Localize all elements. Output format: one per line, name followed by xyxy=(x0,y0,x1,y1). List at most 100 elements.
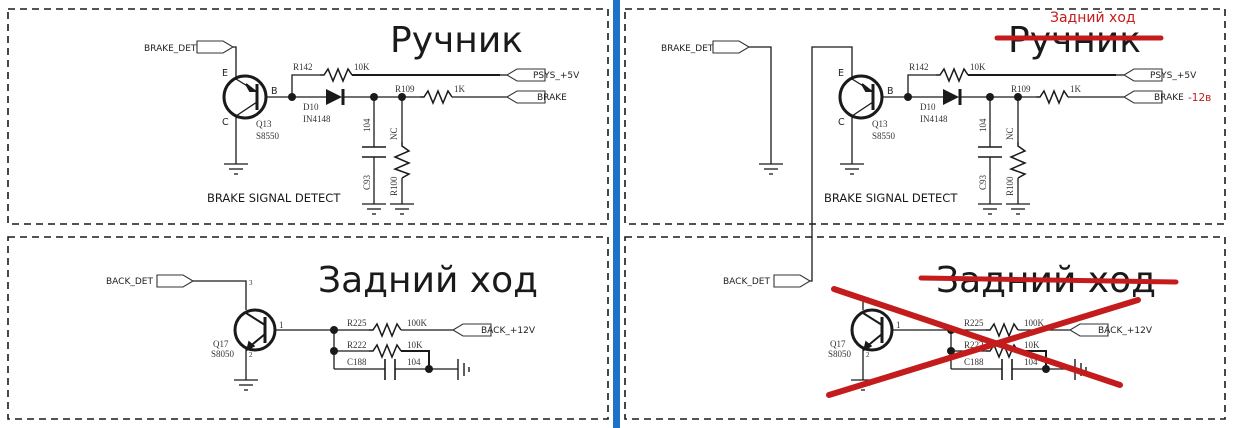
q17-pin2: 2 xyxy=(249,351,253,359)
panel-divider xyxy=(613,0,620,428)
back-detect-circuit: Задний ход BACK_DET 3 2 Q17 S8050 1 R22 xyxy=(106,260,538,391)
brake-block-frame xyxy=(624,8,1226,225)
r225-value: 100K xyxy=(1024,318,1045,328)
psys-port-label: PSYS_+5V xyxy=(1150,71,1197,81)
brake-block-frame xyxy=(7,8,609,225)
d10-ref: D10 xyxy=(303,102,319,112)
resistor-r100-icon xyxy=(1010,141,1026,179)
r142-ref: R142 xyxy=(909,62,929,72)
back-block-frame xyxy=(7,236,609,420)
q13-part: S8550 xyxy=(872,131,896,141)
q17-ref: Q17 xyxy=(830,339,846,349)
back-12v-port-label: BACK_+12V xyxy=(481,326,536,336)
r109-ref: R109 xyxy=(395,84,415,94)
back-det-port-label: BACK_DET xyxy=(723,277,770,287)
q17-pin2: 2 xyxy=(866,351,870,359)
q13-pin-c: C xyxy=(222,117,229,128)
q13-part: S8550 xyxy=(256,131,280,141)
d10-part: IN4148 xyxy=(303,114,331,124)
d10-ref: D10 xyxy=(920,102,936,112)
q13-pin-b: B xyxy=(271,86,278,97)
c188-ref: C188 xyxy=(347,357,367,367)
resistor-r225-icon xyxy=(985,323,1019,337)
transistor-q13-icon xyxy=(838,74,884,120)
resistor-r100-icon xyxy=(394,141,410,179)
ground-icon xyxy=(233,379,259,391)
r142-ref: R142 xyxy=(293,62,313,72)
brake-det-port xyxy=(712,40,750,54)
brake-port-label: BRAKE xyxy=(1154,93,1184,103)
psys-port-label: PSYS_+5V xyxy=(533,71,580,81)
q17-pin1: 1 xyxy=(279,320,284,330)
resistor-r109-icon xyxy=(1035,90,1069,104)
ground-icon xyxy=(361,203,387,215)
r222-ref: R222 xyxy=(347,340,367,350)
back-title-strikethrough xyxy=(918,275,1179,285)
brake-det-port-label: BRAKE_DET xyxy=(144,44,197,54)
resistor-r225-icon xyxy=(368,323,402,337)
brake-block-caption: BRAKE SIGNAL DETECT xyxy=(824,191,958,205)
q17-part: S8050 xyxy=(828,349,852,359)
r142-value: 10K xyxy=(354,62,370,72)
r222-ref: R222 xyxy=(964,340,984,350)
brake-port-label: BRAKE xyxy=(537,93,567,103)
cross-out-line-1 xyxy=(831,286,1123,388)
ground-icon xyxy=(977,203,1003,215)
q17-part: S8050 xyxy=(211,349,235,359)
ground-icon xyxy=(758,163,784,175)
brake-detect-circuit: Ручник BRAKE_DET E B C Q13 S8550 R142 xyxy=(144,20,580,215)
c188-value: 104 xyxy=(407,357,421,367)
transistor-q17-icon xyxy=(850,308,894,352)
r100-value: NC xyxy=(389,127,399,140)
brake-block-caption: BRAKE SIGNAL DETECT xyxy=(207,191,341,205)
resistor-r142-icon xyxy=(319,68,353,82)
c188-ref: C188 xyxy=(964,357,984,367)
r109-ref: R109 xyxy=(1011,84,1031,94)
resistor-r142-icon xyxy=(935,68,969,82)
q13-pin-e: E xyxy=(838,68,844,79)
r225-value: 100K xyxy=(407,318,428,328)
c93-ref: C93 xyxy=(362,174,372,190)
right-panel: Ручник Задний ход BRAKE_DET E B C Q13 S8… xyxy=(624,8,1226,420)
ground-icon xyxy=(389,203,415,215)
back-det-port-label: BACK_DET xyxy=(106,277,153,287)
resistor-r222-icon xyxy=(368,344,402,358)
brake-block-title: Ручник xyxy=(390,20,523,61)
q13-ref: Q13 xyxy=(256,119,272,129)
r142-value: 10K xyxy=(970,62,986,72)
brake-detect-circuit-modified: Ручник Задний ход BRAKE_DET E B C Q13 S8… xyxy=(661,10,1211,282)
r225-ref: R225 xyxy=(347,318,367,328)
back-block-frame xyxy=(624,236,1226,420)
ground-icon xyxy=(1005,203,1031,215)
q13-pin-b: B xyxy=(887,86,894,97)
cross-out-line-2 xyxy=(826,297,1141,398)
r225-ref: R225 xyxy=(964,318,984,328)
diode-d10-icon xyxy=(326,89,342,105)
back-det-port xyxy=(156,274,194,288)
c188-value: 104 xyxy=(1024,357,1038,367)
left-panel: Ручник BRAKE_DET E B C Q13 S8550 R142 xyxy=(7,8,609,420)
title-annotation: Задний ход xyxy=(1050,10,1136,26)
back-block-title: Задний ход xyxy=(318,260,538,301)
c93-ref: C93 xyxy=(978,174,988,190)
back-12v-port-label: BACK_+12V xyxy=(1098,326,1153,336)
back-det-port xyxy=(773,274,811,288)
c93-value: 104 xyxy=(362,118,372,132)
c93-value: 104 xyxy=(978,118,988,132)
r100-ref: R100 xyxy=(389,176,399,196)
brake-det-port-label: BRAKE_DET xyxy=(661,44,714,54)
ground-icon xyxy=(839,163,865,175)
brake-voltage-annotation: -12в xyxy=(1188,92,1211,104)
brake-det-port xyxy=(196,40,234,54)
ground-icon xyxy=(223,163,249,175)
q17-ref: Q17 xyxy=(213,339,229,349)
back-detect-circuit-crossed: Задний ход BACK_DET 2 Q17 S8050 1 R225 xyxy=(723,260,1179,398)
d10-part: IN4148 xyxy=(920,114,948,124)
r222-value: 10K xyxy=(1024,340,1040,350)
q13-ref: Q13 xyxy=(872,119,888,129)
diode-d10-icon xyxy=(943,89,959,105)
r109-value: 1K xyxy=(454,84,466,94)
r100-value: NC xyxy=(1005,127,1015,140)
transistor-q17-icon xyxy=(233,308,277,352)
r100-ref: R100 xyxy=(1005,176,1015,196)
